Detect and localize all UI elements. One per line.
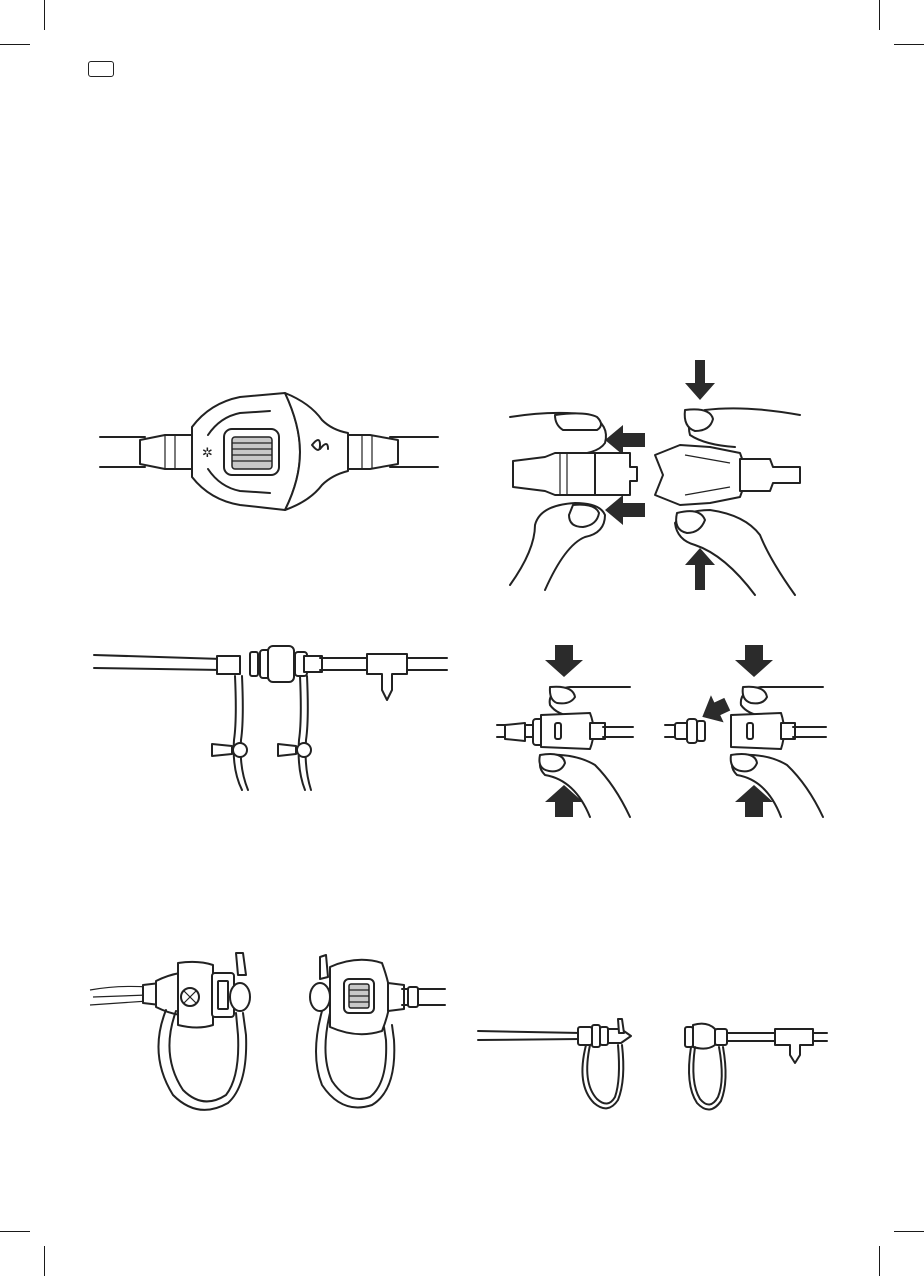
language-badge xyxy=(88,61,114,77)
crop-mark-tl-h xyxy=(0,44,30,45)
crop-mark-br-v xyxy=(879,1246,880,1276)
tubing-with-clips-icon xyxy=(92,640,447,795)
tube-clip-icon xyxy=(685,1025,830,1125)
crop-mark-br-h xyxy=(894,1231,924,1232)
crop-mark-bl-h xyxy=(0,1231,30,1232)
crop-mark-tl-v xyxy=(44,0,45,30)
crop-mark-tr-h xyxy=(894,44,924,45)
svg-text:✲: ✲ xyxy=(202,446,213,461)
hands-release-icon xyxy=(663,645,828,820)
bite-valve-clip-icon xyxy=(88,945,263,1115)
crop-mark-tr-v xyxy=(879,0,880,30)
bite-valve-clip-icon xyxy=(302,945,447,1115)
crop-mark-bl-v xyxy=(44,1246,45,1276)
tube-clip-icon xyxy=(476,1025,641,1125)
hands-squeeze-icon xyxy=(495,645,635,820)
double-quick-connector-icon: ✲ xyxy=(100,385,440,515)
hands-connect-icon xyxy=(505,355,805,595)
